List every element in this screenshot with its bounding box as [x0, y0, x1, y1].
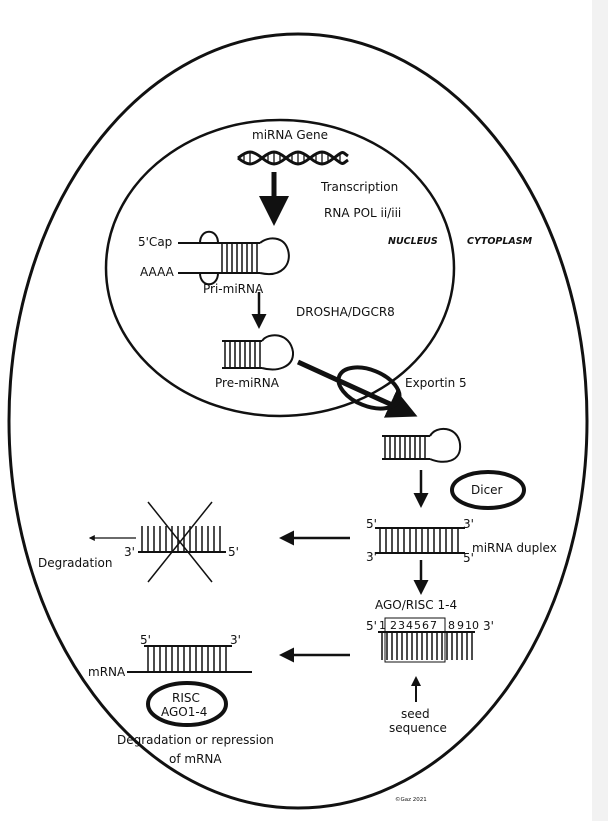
seed-number: 5 — [414, 619, 421, 632]
seed-number: 4 — [406, 619, 413, 632]
duplex-top-5-label: 5' — [366, 517, 377, 531]
seed-position-numbers: 1 2 3 4 5 6 7 8 9 10 — [379, 619, 479, 632]
risc-complex — [146, 681, 228, 727]
mirna-duplex-label: miRNA duplex — [472, 541, 557, 555]
seed-number: 6 — [422, 619, 429, 632]
seed-number: 8 — [448, 619, 455, 632]
seed-number: 2 — [390, 619, 397, 632]
dicer-enzyme — [450, 470, 526, 510]
dna-helix-icon — [237, 150, 349, 166]
exportin5-pore — [336, 365, 402, 411]
guide-strand — [378, 617, 475, 663]
repression-line1: Degradation or repression — [117, 733, 274, 747]
deg-3-label: 3' — [124, 545, 135, 559]
seed-label: seed — [401, 707, 430, 721]
duplex-bot-3-label: 3' — [366, 550, 377, 564]
rna-pol-label: RNA POL ii/iii — [324, 206, 401, 220]
cytoplasmic-pre-mirna — [382, 427, 462, 463]
sequence-label: sequence — [389, 721, 447, 735]
degradation-label: Degradation — [38, 556, 112, 570]
drosha-label: DROSHA/DGCR8 — [296, 305, 395, 319]
degraded-strand — [138, 501, 226, 583]
pri-mirna-hairpin — [178, 230, 290, 286]
transcription-label: Transcription — [320, 180, 398, 194]
seed-number: 9 — [457, 619, 464, 632]
cap-label: 5'Cap — [138, 235, 172, 249]
mirna-biogenesis-diagram: miRNA Gene Transcription RNA POL ii/iii … — [7, 32, 589, 810]
polya-label: AAAA — [140, 265, 175, 279]
pre-mirna-hairpin — [222, 334, 295, 371]
seed-number: 10 — [465, 619, 479, 632]
mrna-3-label: 3' — [230, 633, 241, 647]
risc-label: RISC — [172, 691, 200, 705]
copyright-label: ©Gaz 2021 — [395, 796, 427, 803]
cell-membrane — [7, 32, 589, 810]
repression-line2: of mRNA — [169, 752, 222, 766]
deg-5-label: 5' — [228, 545, 239, 559]
ago-label: AGO1-4 — [161, 705, 207, 719]
duplex-bot-5-label: 5' — [463, 551, 474, 565]
cytoplasm-label: CYTOPLASM — [467, 236, 533, 247]
mrna-5-label: 5' — [140, 633, 151, 647]
mirna-duplex — [375, 527, 465, 554]
pri-mirna-label: Pri-miRNA — [203, 282, 264, 296]
mrna-target-duplex — [127, 645, 252, 673]
mirna-gene-label: miRNA Gene — [252, 128, 328, 142]
exportin5-label: Exportin 5 — [405, 376, 467, 390]
seed-number: 7 — [430, 619, 437, 632]
guide-3-label: 3' — [483, 619, 494, 633]
pre-mirna-label: Pre-miRNA — [215, 376, 280, 390]
duplex-top-3-label: 3' — [463, 517, 474, 531]
dicer-label: Dicer — [471, 483, 503, 497]
degradation-cross-line-2 — [147, 501, 213, 583]
ago-risc-label: AGO/RISC 1-4 — [375, 598, 457, 612]
seed-region-box — [384, 617, 446, 663]
guide-5-label: 5' — [366, 619, 377, 633]
nuclear-envelope — [104, 118, 456, 418]
seed-number: 3 — [398, 619, 405, 632]
seed-number: 1 — [379, 619, 386, 632]
figure-canvas: miRNA Gene Transcription RNA POL ii/iii … — [0, 0, 592, 821]
nucleus-label: NUCLEUS — [388, 236, 438, 247]
mrna-label: mRNA — [88, 665, 126, 679]
